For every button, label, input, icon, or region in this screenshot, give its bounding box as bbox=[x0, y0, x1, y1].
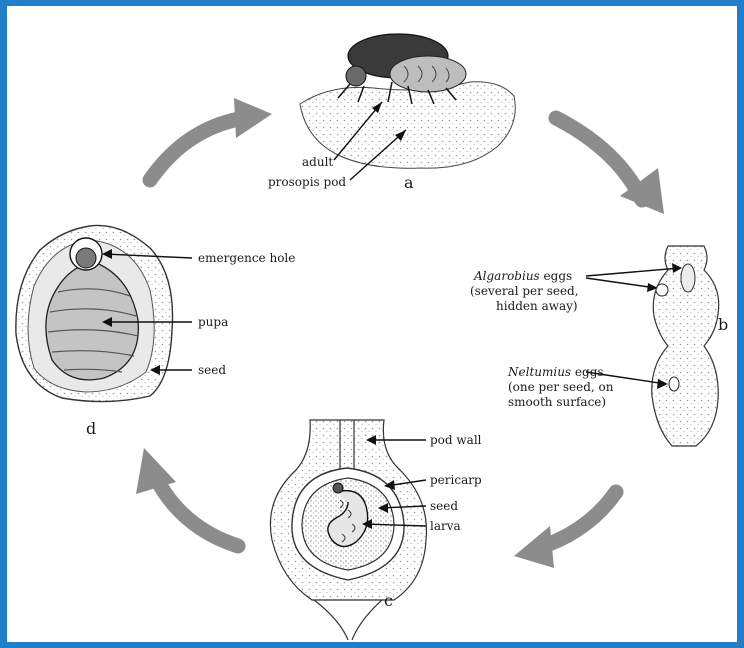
pericarp-label: pericarp bbox=[430, 473, 482, 487]
pod-wall-label: pod wall bbox=[430, 433, 482, 447]
stage-a-illustration bbox=[300, 34, 515, 168]
algarobius-egg-1 bbox=[656, 284, 668, 296]
stage-d-letter: d bbox=[86, 419, 96, 438]
stage-c-illustration bbox=[270, 420, 426, 640]
neltumius-line-2: (one per seed, on bbox=[508, 380, 614, 394]
seed-c-label: seed bbox=[430, 499, 458, 513]
seed-d-label: seed bbox=[198, 363, 226, 377]
algarobius-suffix: eggs bbox=[540, 269, 572, 283]
prosopis-pod-label: prosopis pod bbox=[268, 175, 346, 189]
emergence-hole-icon bbox=[70, 238, 102, 270]
arrow-b-to-c-icon bbox=[514, 492, 616, 568]
algarobius-line-2: (several per seed, bbox=[470, 284, 579, 298]
frame-border-top bbox=[0, 0, 744, 6]
larva-label: larva bbox=[430, 519, 461, 533]
algarobius-line-3: hidden away) bbox=[496, 299, 578, 313]
stage-a-letter: a bbox=[404, 173, 414, 192]
frame-border-bottom bbox=[0, 642, 744, 648]
algarobius-leader-line-2 bbox=[586, 278, 656, 288]
frame-border-left bbox=[0, 0, 7, 648]
stage-b-letter: b bbox=[718, 315, 728, 334]
arrow-d-to-a-icon bbox=[150, 98, 272, 180]
frame-border-right bbox=[737, 0, 744, 648]
neltumius-name: Neltumius bbox=[507, 365, 571, 379]
emergence-hole-label: emergence hole bbox=[198, 251, 295, 265]
neltumius-egg bbox=[669, 377, 679, 391]
arrow-a-to-b-icon bbox=[556, 118, 664, 214]
algarobius-name: Algarobius bbox=[473, 269, 540, 283]
pupa-label: pupa bbox=[198, 315, 228, 329]
arrow-c-to-d-icon bbox=[136, 448, 238, 546]
algarobius-egg-cavity bbox=[681, 264, 695, 292]
stage-b-illustration bbox=[652, 246, 719, 446]
adult-label: adult bbox=[302, 155, 333, 169]
neltumius-line-3: smooth surface) bbox=[508, 395, 606, 409]
algarobius-line-1: Algarobius eggs bbox=[473, 269, 572, 283]
stage-c-letter: c bbox=[384, 591, 393, 610]
stage-d-illustration bbox=[16, 225, 173, 401]
